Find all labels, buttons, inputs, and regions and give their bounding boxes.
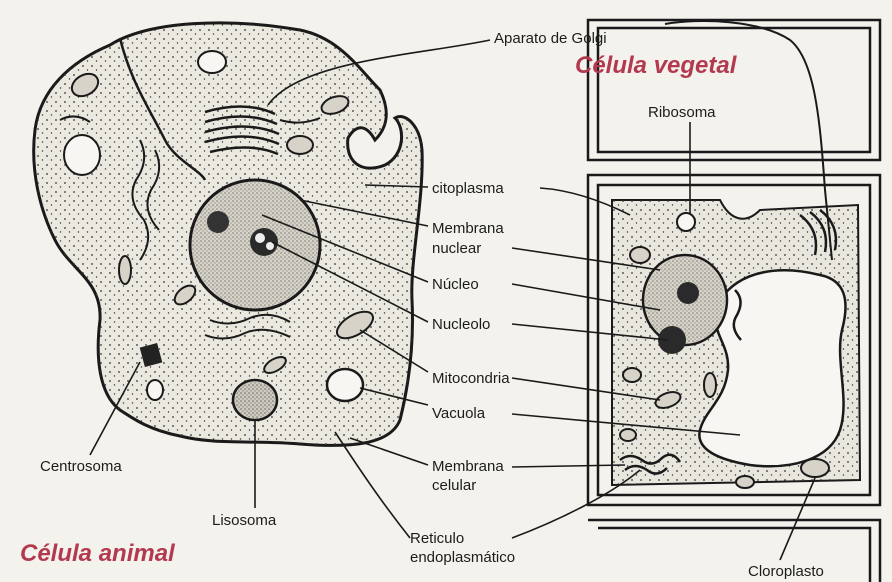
label-membrana-nuclear-2: nuclear — [432, 240, 481, 257]
plant-cell-title: Célula vegetal — [575, 52, 736, 80]
label-golgi: Aparato de Golgi — [494, 30, 607, 47]
label-citoplasma: citoplasma — [432, 180, 504, 197]
label-ribosoma: Ribosoma — [648, 104, 716, 121]
label-reticulo-1: Reticulo — [410, 530, 464, 547]
label-membrana-nuclear-1: Membrana — [432, 220, 504, 237]
animal-cell — [34, 23, 422, 446]
label-mitocondria: Mitocondria — [432, 370, 510, 387]
label-membrana-celular-2: celular — [432, 477, 476, 494]
label-lisosoma: Lisosoma — [212, 512, 276, 529]
label-nucleo: Núcleo — [432, 276, 479, 293]
label-nucleolo: Nucleolo — [432, 316, 490, 333]
animal-cell-title: Célula animal — [20, 540, 175, 568]
plant-cell — [588, 20, 880, 582]
label-membrana-celular-1: Membrana — [432, 458, 504, 475]
label-cloroplasto: Cloroplasto — [748, 563, 824, 580]
label-reticulo-2: endoplasmático — [410, 549, 515, 566]
label-centrosoma: Centrosoma — [40, 458, 122, 475]
label-vacuola: Vacuola — [432, 405, 485, 422]
